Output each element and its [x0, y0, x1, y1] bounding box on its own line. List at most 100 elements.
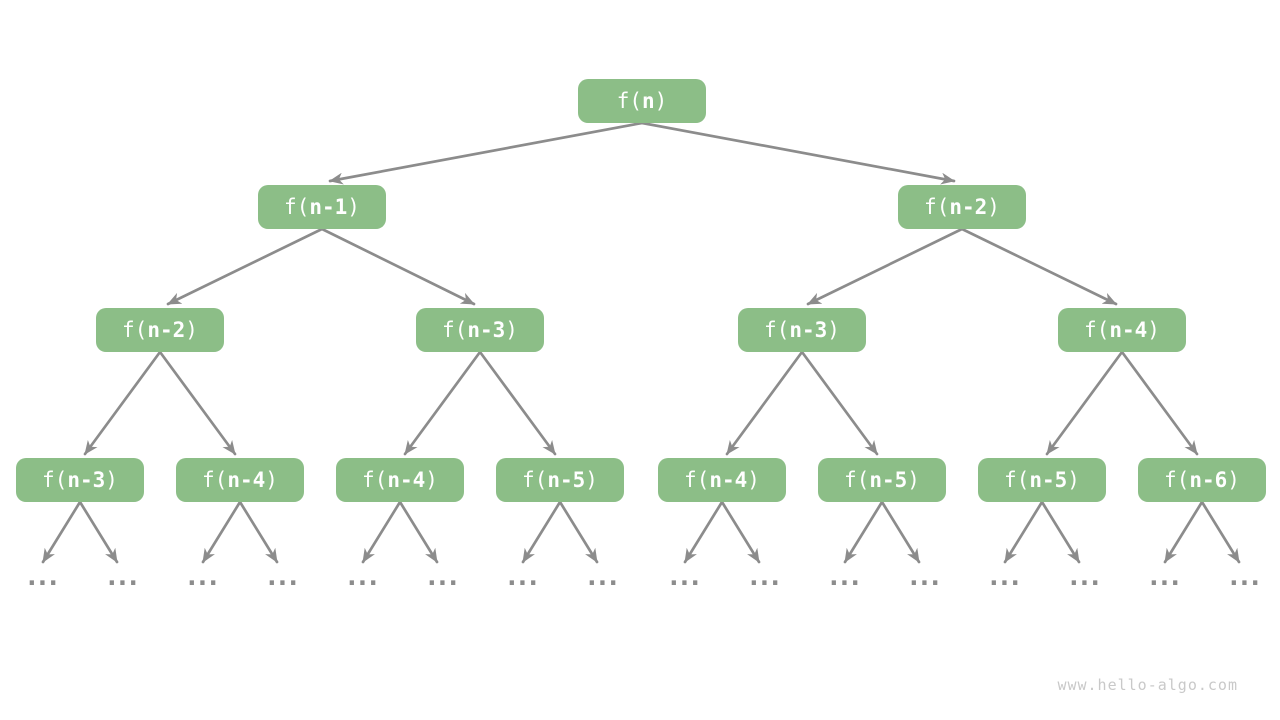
- node-label-suffix: ): [654, 89, 668, 113]
- node-label-prefix: f(: [122, 318, 148, 342]
- node-label-arg: n-2: [949, 195, 988, 219]
- node-label-suffix: ): [827, 318, 840, 342]
- node-label-arg: n-6: [1189, 468, 1228, 492]
- node-label-suffix: ): [1067, 468, 1080, 492]
- ellipsis-leaf-0: ...: [24, 562, 61, 592]
- edge-l3-5-left: [843, 500, 884, 564]
- tree-node-l2-1: f(n-3): [416, 308, 544, 352]
- edge-l3-5-right: [880, 500, 921, 564]
- tree-node-l3-4: f(n-4): [658, 458, 786, 502]
- ellipsis-leaf-6: ...: [504, 562, 541, 592]
- ellipsis-leaf-2: ...: [184, 562, 221, 592]
- node-label-arg: n-4: [227, 468, 266, 492]
- node-label-arg: n-2: [147, 318, 186, 342]
- node-label-prefix: f(: [362, 468, 388, 492]
- edge-l2-2-right: [800, 350, 879, 456]
- ellipsis-leaf-8: ...: [666, 562, 703, 592]
- node-label-arg: n: [641, 89, 655, 113]
- node-label-prefix: f(: [924, 195, 950, 219]
- edge-l3-1-right: [238, 500, 279, 564]
- node-label-arg: n-1: [309, 195, 348, 219]
- edge-l2-1-right: [478, 350, 557, 456]
- edge-l3-2-left: [361, 500, 402, 564]
- edge-l2-3-left: [1045, 350, 1124, 456]
- node-label-suffix: ): [585, 468, 598, 492]
- tree-node-l3-6: f(n-5): [978, 458, 1106, 502]
- node-label-prefix: f(: [284, 195, 310, 219]
- edge-l3-0-right: [78, 500, 119, 564]
- tree-node-l3-0: f(n-3): [16, 458, 144, 502]
- node-label-suffix: ): [347, 195, 360, 219]
- ellipsis-leaf-9: ...: [746, 562, 783, 592]
- node-label-prefix: f(: [616, 89, 642, 113]
- ellipsis-leaf-7: ...: [584, 562, 621, 592]
- edge-l3-4-left: [683, 500, 724, 564]
- tree-node-l2-3: f(n-4): [1058, 308, 1186, 352]
- ellipsis-leaf-14: ...: [1146, 562, 1183, 592]
- node-label-prefix: f(: [684, 468, 710, 492]
- tree-node-l1-1: f(n-2): [898, 185, 1026, 229]
- edge-root-left: [328, 121, 644, 185]
- node-label-suffix: ): [747, 468, 760, 492]
- node-label-suffix: ): [987, 195, 1000, 219]
- edge-l3-7-left: [1163, 500, 1204, 564]
- edge-l1-1-right: [960, 227, 1118, 306]
- edge-l3-6-left: [1003, 500, 1044, 564]
- tree-node-l3-5: f(n-5): [818, 458, 946, 502]
- tree-node-l2-2: f(n-3): [738, 308, 866, 352]
- edge-l1-0-left: [166, 227, 324, 306]
- tree-node-l2-0: f(n-2): [96, 308, 224, 352]
- ellipsis-leaf-5: ...: [424, 562, 461, 592]
- node-label-prefix: f(: [764, 318, 790, 342]
- edge-l2-1-left: [403, 350, 482, 456]
- ellipsis-leaf-1: ...: [104, 562, 141, 592]
- node-label-suffix: ): [1227, 468, 1240, 492]
- node-label-prefix: f(: [1164, 468, 1190, 492]
- node-label-prefix: f(: [1084, 318, 1110, 342]
- ellipsis-leaf-15: ...: [1226, 562, 1263, 592]
- node-label-suffix: ): [907, 468, 920, 492]
- node-label-arg: n-4: [709, 468, 748, 492]
- node-label-arg: n-3: [467, 318, 506, 342]
- node-label-arg: n-3: [67, 468, 106, 492]
- node-label-arg: n-5: [1029, 468, 1068, 492]
- edge-l3-3-left: [521, 500, 562, 564]
- tree-node-l3-7: f(n-6): [1138, 458, 1266, 502]
- ellipsis-leaf-4: ...: [344, 562, 381, 592]
- node-label-suffix: ): [505, 318, 518, 342]
- node-label-suffix: ): [185, 318, 198, 342]
- ellipsis-leaf-10: ...: [826, 562, 863, 592]
- node-label-suffix: ): [265, 468, 278, 492]
- node-label-prefix: f(: [844, 468, 870, 492]
- ellipsis-leaf-13: ...: [1066, 562, 1103, 592]
- edge-l2-0-right: [158, 350, 237, 456]
- node-label-arg: n-4: [387, 468, 426, 492]
- ellipsis-leaf-11: ...: [906, 562, 943, 592]
- edge-l3-3-right: [558, 500, 599, 564]
- edge-l1-1-left: [806, 227, 964, 306]
- node-label-prefix: f(: [442, 318, 468, 342]
- node-label-suffix: ): [1147, 318, 1160, 342]
- edge-l2-3-right: [1120, 350, 1199, 456]
- edge-l3-0-left: [41, 500, 82, 564]
- ellipsis-leaf-3: ...: [264, 562, 301, 592]
- ellipsis-leaf-12: ...: [986, 562, 1023, 592]
- edge-root-right: [640, 121, 956, 185]
- watermark: www.hello-algo.com: [1057, 676, 1238, 694]
- tree-node-l0-0: f(n): [578, 79, 706, 123]
- node-label-arg: n-4: [1109, 318, 1148, 342]
- tree-node-l3-3: f(n-5): [496, 458, 624, 502]
- edge-l3-4-right: [720, 500, 761, 564]
- node-label-arg: n-3: [789, 318, 828, 342]
- edge-l2-2-left: [725, 350, 804, 456]
- node-label-prefix: f(: [202, 468, 228, 492]
- node-label-prefix: f(: [522, 468, 548, 492]
- edge-l2-0-left: [83, 350, 162, 456]
- tree-node-l1-0: f(n-1): [258, 185, 386, 229]
- tree-node-l3-1: f(n-4): [176, 458, 304, 502]
- node-label-arg: n-5: [869, 468, 908, 492]
- node-label-suffix: ): [105, 468, 118, 492]
- edge-l3-6-right: [1040, 500, 1081, 564]
